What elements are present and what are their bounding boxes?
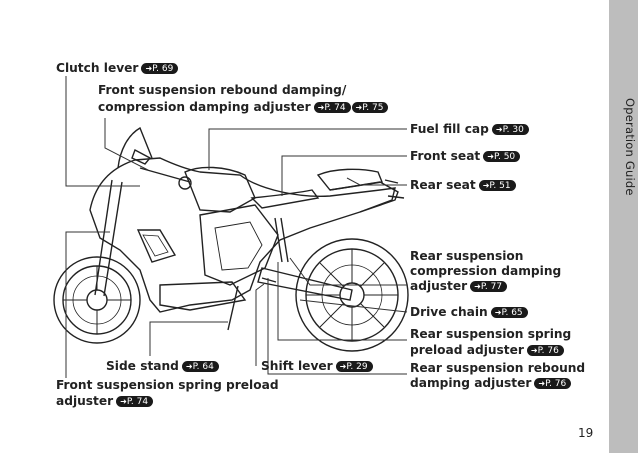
section-sidebar <box>609 0 638 453</box>
page-reference[interactable]: ➜P. 29 <box>335 361 373 372</box>
page-reference[interactable]: ➜P. 74 <box>116 396 154 407</box>
label-side-stand[interactable]: Side stand➜P. 64 <box>106 358 219 374</box>
page-number: 19 <box>578 426 594 440</box>
arrow-right-icon: ➜ <box>538 379 546 388</box>
arrow-right-icon: ➜ <box>474 282 481 291</box>
page-reference[interactable]: ➜P. 69 <box>141 63 179 74</box>
page-reference[interactable]: ➜P. 74 <box>313 102 351 113</box>
label-fuel-fill-cap[interactable]: Fuel fill cap➜P. 30 <box>410 121 529 137</box>
arrow-right-icon: ➜ <box>120 397 127 406</box>
label-rear-comp-line1: Rear suspension <box>410 249 524 263</box>
label-front-seat[interactable]: Front seat➜P. 50 <box>410 148 521 164</box>
label-rear-seat[interactable]: Rear seat➜P. 51 <box>410 177 516 193</box>
label-clutch-lever[interactable]: Clutch lever➜P. 69 <box>56 60 179 76</box>
page-reference[interactable]: ➜P. 75 <box>351 102 389 113</box>
label-rear-spring-adjuster[interactable]: preload adjuster➜P. 76 <box>410 342 564 358</box>
arrow-right-icon: ➜ <box>185 362 193 371</box>
label-rear-comp-line2: compression damping <box>410 264 562 278</box>
page-reference[interactable]: ➜P. 65 <box>490 307 528 318</box>
label-shift-lever[interactable]: Shift lever➜P. 29 <box>261 358 373 374</box>
page-reference[interactable]: ➜P. 76 <box>534 378 572 389</box>
page-reference[interactable]: ➜P. 77 <box>470 281 508 292</box>
arrow-right-icon: ➜ <box>487 152 494 161</box>
page-reference[interactable]: ➜P. 30 <box>491 124 529 135</box>
label-drive-chain[interactable]: Drive chain➜P. 65 <box>410 304 528 320</box>
arrow-right-icon: ➜ <box>317 103 325 112</box>
arrow-right-icon: ➜ <box>530 346 538 355</box>
arrow-right-icon: ➜ <box>495 125 503 134</box>
label-front-rebound-line1: Front suspension rebound damping/ <box>98 83 347 97</box>
label-front-spring-line1: Front suspension spring preload <box>56 378 279 392</box>
arrow-right-icon: ➜ <box>355 103 363 112</box>
section-title: Operation Guide <box>623 98 637 196</box>
label-text: Clutch lever <box>56 61 139 75</box>
arrow-right-icon: ➜ <box>494 308 502 317</box>
page-reference[interactable]: ➜P. 64 <box>181 361 219 372</box>
label-rear-spring-line1: Rear suspension spring <box>410 327 572 341</box>
arrow-right-icon: ➜ <box>339 362 347 371</box>
label-rear-comp-adjuster[interactable]: adjuster➜P. 77 <box>410 278 508 294</box>
label-rear-rebound-line1: Rear suspension rebound <box>410 361 586 375</box>
page-reference[interactable]: ➜P. 51 <box>478 180 516 191</box>
page-reference[interactable]: ➜P. 50 <box>483 151 521 162</box>
label-front-rebound-adjuster[interactable]: compression damping adjuster➜P. 74➜P. 75 <box>98 99 389 115</box>
arrow-right-icon: ➜ <box>482 181 490 190</box>
label-front-spring-adjuster[interactable]: adjuster➜P. 74 <box>56 393 154 409</box>
page-reference[interactable]: ➜P. 76 <box>526 345 564 356</box>
arrow-right-icon: ➜ <box>145 64 153 73</box>
label-rear-rebound-adjuster[interactable]: damping adjuster➜P. 76 <box>410 375 572 391</box>
